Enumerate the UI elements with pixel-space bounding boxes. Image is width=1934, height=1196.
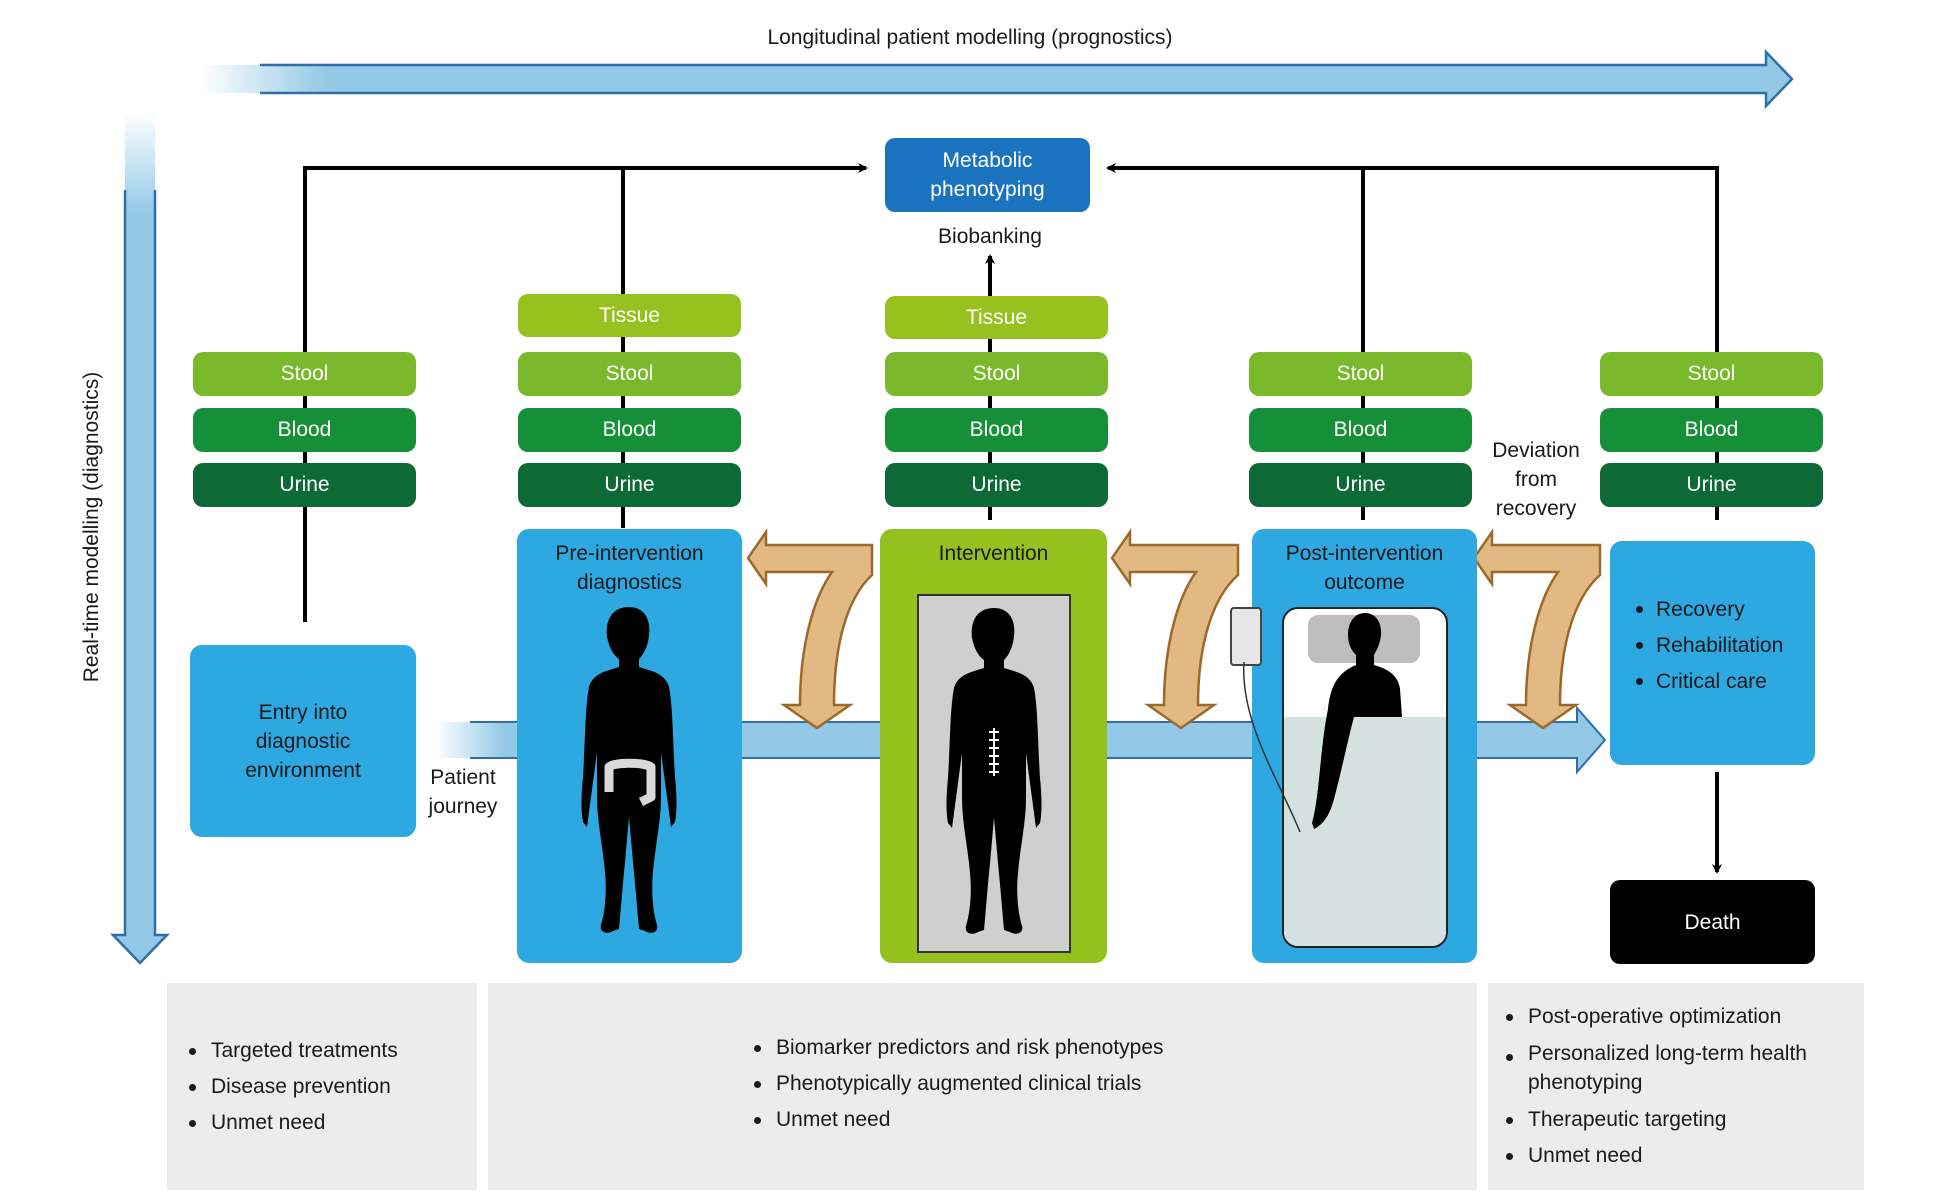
entry-line3: environment [245, 758, 361, 782]
longitudinal-label: Longitudinal patient modelling (prognost… [767, 26, 1173, 49]
feedback-arrow-1 [746, 527, 874, 730]
sample-blood-post: Blood [1249, 408, 1472, 452]
panel-right: Post-operative optimization Personalized… [1488, 983, 1864, 1190]
outcome-item: Rehabilitation [1632, 628, 1783, 664]
metabolic-line1: Metabolic [942, 149, 1033, 172]
panel-middle: Biomarker predictors and risk phenotypes… [488, 983, 1477, 1190]
stage-post-intervention: Post-intervention outcome [1230, 529, 1477, 963]
deviation-line1: Deviation [1492, 439, 1580, 462]
sample-blood-outcome: Blood [1600, 408, 1823, 452]
panel-item: Biomarker predictors and risk phenotypes [750, 1030, 1164, 1066]
panel-item: Disease prevention [185, 1069, 398, 1105]
outcome-item: Recovery [1632, 592, 1783, 628]
sample-tissue-pre: Tissue [518, 294, 741, 337]
patient-in-bed-icon [1312, 613, 1402, 829]
intervention-line1: Intervention [938, 542, 1049, 565]
panel-item: Therapeutic targeting [1502, 1102, 1832, 1138]
entry-line1: Entry into [258, 700, 348, 724]
metabolic-phenotyping-box: Metabolic phenotyping [885, 138, 1090, 212]
feedback-arrow-2 [1110, 527, 1240, 730]
sample-stool-outcome: Stool [1600, 352, 1823, 396]
sample-blood-entry: Blood [193, 408, 416, 452]
panel-middle-list: Biomarker predictors and risk phenotypes… [750, 1030, 1164, 1138]
iv-drip-bag-icon [1230, 607, 1262, 666]
sample-blood-intervention: Blood [885, 408, 1108, 452]
realtime-arrow [110, 112, 170, 965]
deviation-line3: recovery [1495, 497, 1577, 520]
entry-line2: diagnostic [255, 729, 351, 753]
outcome-list: Recovery Rehabilitation Critical care [1632, 592, 1783, 700]
sample-urine-entry: Urine [193, 463, 416, 507]
human-incision-icon [946, 608, 1042, 934]
realtime-label: Real-time modelling (diagnostics) [80, 371, 103, 683]
sample-stool-entry: Stool [193, 352, 416, 396]
iv-line-icon [1243, 662, 1301, 833]
sample-urine-intervention: Urine [885, 463, 1108, 507]
stage-intervention: Intervention [880, 529, 1107, 963]
panel-item: Personalized long-term health phenotypin… [1502, 1039, 1832, 1097]
sample-tissue-intervention: Tissue [885, 296, 1108, 339]
biobanking-label: Biobanking [938, 225, 1042, 248]
feedback-arrow-3 [1472, 527, 1602, 730]
post-line2: outcome [1324, 571, 1405, 594]
patient-journey-label: Patient journey [418, 763, 508, 821]
panel-left-list: Targeted treatments Disease prevention U… [185, 1033, 398, 1141]
panel-item: Unmet need [1502, 1138, 1832, 1174]
outcome-item: Critical care [1632, 664, 1783, 700]
sample-urine-outcome: Urine [1600, 463, 1823, 507]
panel-item: Post-operative optimization [1502, 999, 1832, 1035]
sample-urine-pre: Urine [518, 463, 741, 507]
sample-urine-post: Urine [1249, 463, 1472, 507]
pre-line1: Pre-intervention [555, 542, 704, 565]
hospital-bed [1282, 607, 1448, 948]
metabolic-line2: phenotyping [930, 178, 1045, 201]
sample-stool-intervention: Stool [885, 352, 1108, 396]
stage-entry: Entry into diagnostic environment [190, 645, 416, 837]
panel-right-list: Post-operative optimization Personalized… [1502, 999, 1832, 1174]
post-line1: Post-intervention [1285, 542, 1444, 565]
panel-item: Targeted treatments [185, 1033, 398, 1069]
stage-outcome: Recovery Rehabilitation Critical care [1610, 541, 1815, 765]
panel-item: Unmet need [750, 1102, 1164, 1138]
patient-journey-line1: Patient [430, 766, 496, 789]
human-colon-icon [581, 607, 677, 933]
stage-death: Death [1610, 880, 1815, 964]
sample-blood-pre: Blood [518, 408, 741, 452]
feedback-arrows [746, 527, 1602, 730]
operating-table [917, 594, 1071, 953]
bed-sheet [1284, 717, 1446, 946]
longitudinal-arrow [200, 48, 1794, 110]
sample-stool-pre: Stool [518, 352, 741, 396]
deviation-line2: from [1515, 468, 1557, 491]
deviation-label: Deviation from recovery [1478, 436, 1594, 523]
panel-item: Phenotypically augmented clinical trials [750, 1066, 1164, 1102]
panel-item: Unmet need [185, 1105, 398, 1141]
panel-left: Targeted treatments Disease prevention U… [167, 983, 477, 1190]
sample-stool-post: Stool [1249, 352, 1472, 396]
patient-journey-line2: journey [428, 795, 498, 818]
stage-pre-intervention: Pre-intervention diagnostics [517, 529, 742, 963]
pre-line2: diagnostics [576, 571, 683, 594]
